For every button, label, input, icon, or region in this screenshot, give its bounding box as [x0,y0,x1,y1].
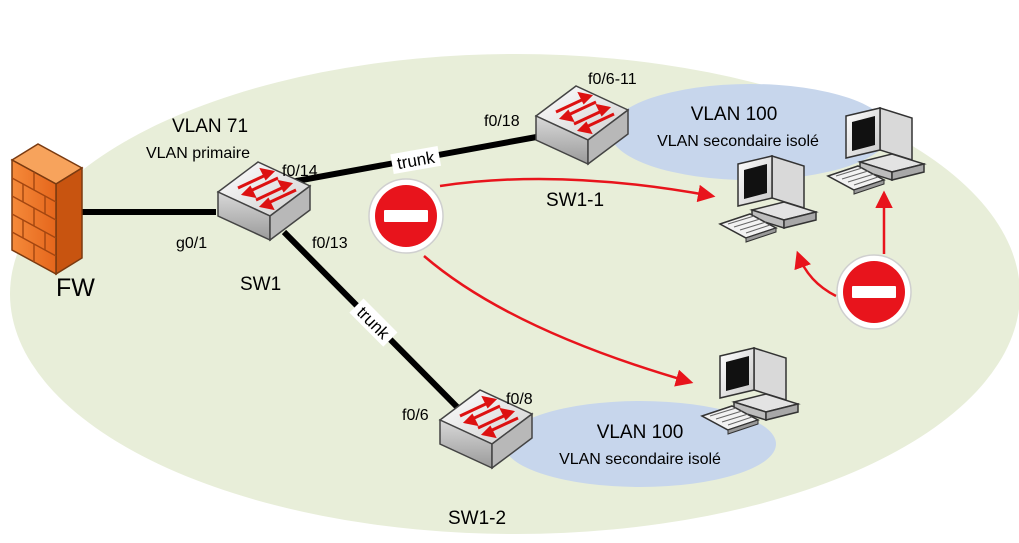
isolated-vlan-bottom-type: VLAN secondaire isolé [559,451,721,468]
sw1-label: SW1 [240,274,281,295]
isolated-vlan-top-id: VLAN 100 [691,104,778,125]
no-entry-icon-hosts [836,254,912,330]
firewall-icon [10,143,84,276]
isolated-vlan-top-type: VLAN secondaire isolé [657,133,819,150]
blocked-arrow-to-bottom-host [423,255,694,387]
port-label-g0-1: g0/1 [176,235,207,252]
sw1-2-label: SW1-2 [448,508,506,529]
port-label-f0-13: f0/13 [312,235,348,252]
port-label-f0-18: f0/18 [484,113,520,130]
blocked-arrow-host-to-host-left [794,250,837,298]
firewall-label: FW [56,274,95,302]
sw1-1-label: SW1-1 [546,190,604,211]
blocked-arrow-to-top-host [439,177,716,203]
isolated-vlan-bottom-id: VLAN 100 [597,422,684,443]
port-label-f0-6-11: f0/6-11 [588,71,637,88]
vlan-bubble-bottom [504,401,776,487]
port-label-f0-14: f0/14 [282,163,318,180]
primary-vlan-id: VLAN 71 [172,116,248,137]
vlan-bubble-top [610,84,890,180]
port-label-f0-6: f0/6 [402,407,429,424]
primary-vlan-type: VLAN primaire [146,145,250,162]
no-entry-icon-uplink [368,178,444,254]
port-label-f0-8: f0/8 [506,391,533,408]
